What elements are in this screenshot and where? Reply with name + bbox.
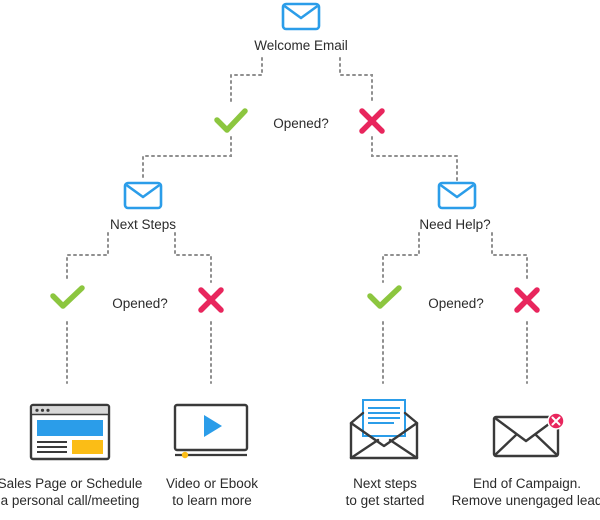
- outcome-line: a personal call/meeting: [0, 493, 140, 508]
- outcome-line: to get started: [345, 493, 425, 508]
- outcome-sales-page-label: Sales Page or Schedule a personal call/m…: [0, 475, 142, 509]
- check-icon: [214, 108, 248, 133]
- envelope-icon: [437, 181, 477, 210]
- envelope-error-icon: [492, 412, 565, 458]
- outcome-line: Next steps: [353, 476, 417, 491]
- welcome-email-label: Welcome Email: [254, 38, 348, 53]
- browser-window-icon: [29, 403, 111, 461]
- check-icon: [367, 285, 402, 309]
- connector-need-help-to-yes: [382, 232, 420, 283]
- opened-question-label: Opened?: [112, 296, 168, 311]
- cross-icon: [514, 287, 540, 313]
- opened-question-label: Opened?: [428, 296, 484, 311]
- cross-icon: [198, 287, 224, 313]
- connector-need-help-to-no: [491, 232, 528, 283]
- connector-yes-to-next-steps: [142, 136, 232, 181]
- connector-next-steps-to-no: [174, 232, 212, 283]
- connector-next-steps-to-yes: [66, 232, 109, 283]
- outcome-video-ebook-label: Video or Ebook to learn more: [166, 475, 258, 509]
- cross-icon: [359, 108, 385, 134]
- outcome-line: Video or Ebook: [165, 476, 259, 491]
- outcome-line: Sales Page or Schedule: [0, 476, 143, 491]
- outcome-line: Remove unengaged lead: [451, 493, 600, 508]
- connector-no-to-need-help: [371, 136, 458, 181]
- envelope-icon: [281, 2, 321, 31]
- check-icon: [50, 285, 85, 309]
- outcome-next-steps-label: Next steps to get started: [346, 475, 425, 509]
- outcome-end-campaign-label: End of Campaign. Remove unengaged lead: [452, 475, 600, 509]
- outcome-line: to learn more: [172, 493, 252, 508]
- connector-welcome-to-no: [339, 57, 373, 105]
- outcome-line: End of Campaign.: [472, 476, 582, 491]
- connector-welcome-to-yes: [230, 57, 263, 105]
- need-help-label: Need Help?: [419, 217, 491, 232]
- connector-lines: [66, 57, 528, 384]
- opened-question-label: Opened?: [273, 116, 329, 131]
- open-envelope-letter-icon: [349, 399, 419, 460]
- envelope-icon: [123, 181, 163, 210]
- next-steps-label: Next Steps: [109, 217, 177, 232]
- video-player-icon: [173, 403, 249, 459]
